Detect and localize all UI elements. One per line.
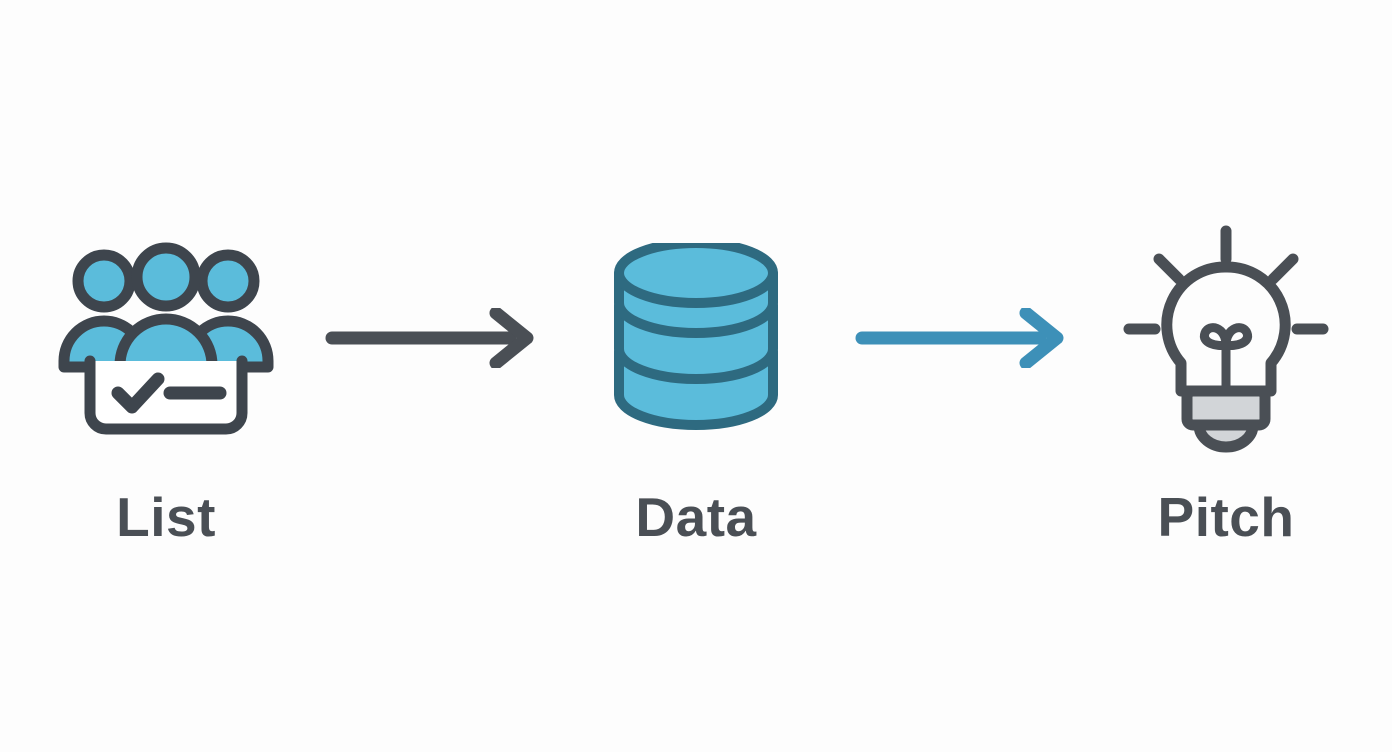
stage-data-label: Data (635, 485, 757, 548)
stage-list-label: List (116, 485, 216, 548)
stage-data-icon-wrap (601, 208, 791, 468)
database-cylinder-icon (614, 242, 778, 430)
stage-list-icon-wrap (56, 208, 276, 468)
stage-pitch[interactable]: Pitch (1076, 208, 1376, 545)
stage-pitch-label: Pitch (1157, 485, 1295, 548)
stage-data[interactable]: Data (546, 208, 846, 545)
connector-list-to-data (316, 208, 546, 468)
arrow-right-icon (855, 307, 1063, 368)
people-group-list-icon (58, 242, 274, 434)
ray-upper-right (1267, 253, 1299, 284)
lightbulb-idea-icon (1123, 225, 1329, 452)
stage-list[interactable]: List (16, 208, 316, 545)
connector-data-to-pitch (846, 208, 1076, 468)
stage-pitch-icon-wrap (1121, 208, 1331, 468)
ray-upper-left (1153, 253, 1185, 284)
arrow-right-icon (325, 307, 533, 368)
